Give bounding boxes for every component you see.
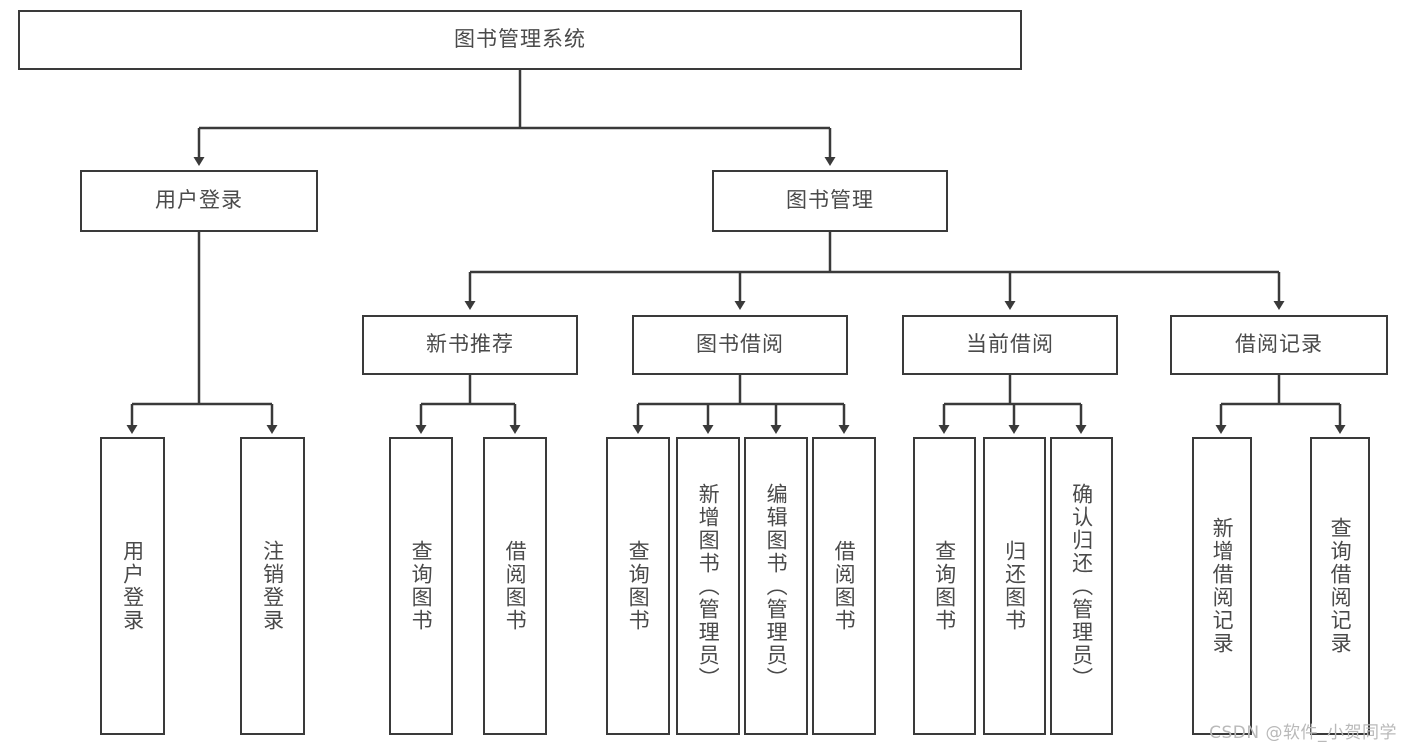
node-label: 查询借阅记录 [1328, 517, 1353, 655]
node-leaf-confirm-return-admin[interactable]: 确认归还（管理员） [1050, 437, 1113, 735]
node-label: 归还图书 [1002, 540, 1027, 632]
node-label: 新书推荐 [426, 332, 514, 357]
node-label: 借阅记录 [1235, 332, 1323, 357]
node-leaf-edit-book-admin[interactable]: 编辑图书（管理员） [744, 437, 808, 735]
node-label: 图书管理系统 [454, 27, 586, 52]
node-book-management[interactable]: 图书管理 [712, 170, 948, 232]
node-leaf-user-login[interactable]: 用户登录 [100, 437, 165, 735]
node-borrow-record[interactable]: 借阅记录 [1170, 315, 1388, 375]
node-label: 用户登录 [120, 540, 145, 632]
node-label: 查询图书 [409, 540, 434, 632]
node-root-book-management-system[interactable]: 图书管理系统 [18, 10, 1022, 70]
node-user-login[interactable]: 用户登录 [80, 170, 318, 232]
node-label: 查询图书 [626, 540, 651, 632]
node-leaf-borrow-book[interactable]: 借阅图书 [812, 437, 876, 735]
node-leaf-return-book[interactable]: 归还图书 [983, 437, 1046, 735]
node-label: 查询图书 [932, 540, 957, 632]
node-leaf-borrow-book-recommend[interactable]: 借阅图书 [483, 437, 547, 735]
node-label: 当前借阅 [966, 332, 1054, 357]
node-label: 确认归还（管理员） [1069, 482, 1094, 690]
node-current-borrow[interactable]: 当前借阅 [902, 315, 1118, 375]
node-label: 新增图书（管理员） [696, 482, 721, 690]
node-label: 新增借阅记录 [1210, 517, 1235, 655]
node-new-book-recommend[interactable]: 新书推荐 [362, 315, 578, 375]
node-label: 注销登录 [260, 540, 285, 632]
node-label: 编辑图书（管理员） [764, 482, 789, 690]
node-leaf-query-book-borrow[interactable]: 查询图书 [606, 437, 670, 735]
node-leaf-add-book-admin[interactable]: 新增图书（管理员） [676, 437, 740, 735]
watermark-text: CSDN @软件_小贺同学 [1209, 723, 1397, 743]
node-leaf-query-borrow-record[interactable]: 查询借阅记录 [1310, 437, 1370, 735]
node-label: 图书管理 [786, 188, 874, 213]
node-leaf-add-borrow-record[interactable]: 新增借阅记录 [1192, 437, 1252, 735]
node-book-borrow[interactable]: 图书借阅 [632, 315, 848, 375]
node-leaf-query-book-current[interactable]: 查询图书 [913, 437, 976, 735]
node-leaf-logout[interactable]: 注销登录 [240, 437, 305, 735]
node-label: 图书借阅 [696, 332, 784, 357]
node-label: 用户登录 [155, 188, 243, 213]
node-leaf-query-book-recommend[interactable]: 查询图书 [389, 437, 453, 735]
node-label: 借阅图书 [503, 540, 528, 632]
node-label: 借阅图书 [832, 540, 857, 632]
